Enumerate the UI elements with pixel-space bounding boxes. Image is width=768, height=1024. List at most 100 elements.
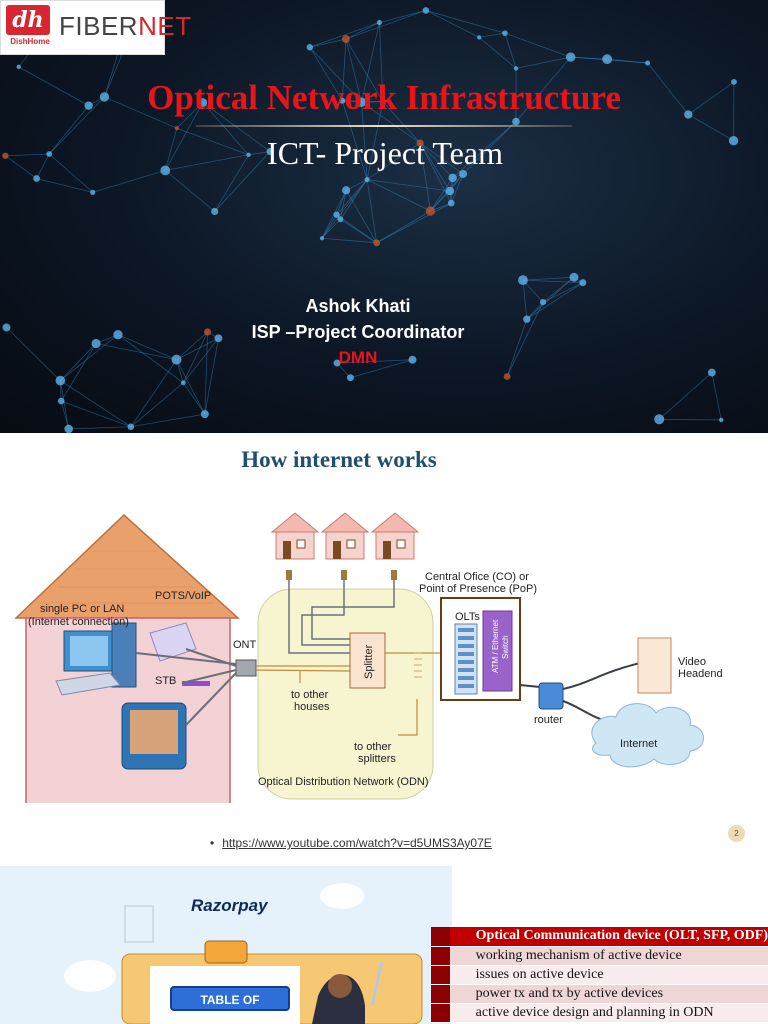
- ftth-network-diagram: Splitter ATM / Ethernet Switch single PC…: [14, 512, 723, 803]
- page-number-badge: 2: [728, 825, 745, 842]
- network-link: [522, 280, 528, 320]
- network-link: [176, 337, 219, 360]
- network-node: [174, 126, 179, 131]
- network-link: [379, 22, 384, 102]
- network-link: [366, 101, 384, 180]
- video-link-item: •https://www.youtube.com/watch?v=d5UMS3A…: [210, 836, 492, 850]
- network-node: [337, 216, 344, 223]
- network-link: [425, 10, 506, 34]
- network-node: [425, 206, 435, 216]
- network-link: [647, 62, 689, 115]
- ethernet-switch-icon: [482, 610, 513, 692]
- network-link: [60, 380, 132, 428]
- network-link: [164, 102, 204, 171]
- cloud-icon: [64, 960, 116, 992]
- network-node: [523, 315, 531, 323]
- network-node: [422, 7, 430, 14]
- network-link: [60, 343, 97, 381]
- tv-screen: [130, 710, 178, 754]
- network-link: [542, 276, 575, 303]
- network-link: [60, 400, 70, 430]
- network-node: [346, 374, 354, 382]
- network-link: [340, 218, 377, 244]
- network-link: [479, 32, 505, 38]
- table-of-content-badge: TABLE OF CONTENT: [170, 986, 290, 1024]
- network-node: [333, 211, 340, 218]
- svg-text:Switch: Switch: [501, 635, 510, 659]
- network-link: [379, 10, 426, 23]
- network-link: [248, 151, 271, 156]
- network-link: [176, 359, 206, 415]
- network-link: [425, 10, 480, 38]
- network-node: [90, 189, 96, 195]
- network-link: [117, 334, 184, 384]
- network-link: [59, 380, 70, 429]
- svg-text:ONT: ONT: [233, 639, 257, 651]
- co-to-router-cable: [519, 684, 541, 688]
- network-link: [688, 114, 734, 142]
- slide-title: How internet works: [241, 447, 437, 472]
- network-node: [91, 338, 101, 349]
- network-link: [526, 282, 584, 320]
- network-node: [211, 207, 219, 216]
- network-link: [504, 33, 517, 69]
- phone-icon: [149, 622, 197, 662]
- network-link: [450, 173, 464, 204]
- svg-text:router: router: [534, 714, 563, 726]
- network-node: [342, 186, 351, 195]
- author-role: ISP –Project Coordinator: [251, 322, 465, 342]
- network-link: [376, 210, 431, 244]
- svg-text:Video: Video: [678, 656, 706, 668]
- network-link: [478, 37, 517, 69]
- network-link: [350, 359, 413, 379]
- table-of-content-slide: Razorpay TABLE OF CONTENT Optical Commun…: [0, 866, 768, 1024]
- network-node: [214, 334, 223, 343]
- network-node: [339, 97, 346, 104]
- cloud-icon: [320, 883, 364, 909]
- svg-text:to other: to other: [291, 689, 329, 701]
- splitter-ports: [414, 652, 422, 678]
- author-name: Ashok Khati: [305, 296, 411, 316]
- network-link: [345, 22, 380, 40]
- network-node: [113, 329, 123, 340]
- drop-fibers: [288, 580, 395, 654]
- fibernet-logo-text: FIBERNET: [59, 11, 192, 42]
- network-link: [48, 105, 89, 155]
- network-node: [477, 35, 482, 40]
- network-node: [503, 373, 511, 380]
- splitter-label: Splitter: [363, 644, 375, 679]
- network-link: [570, 56, 608, 60]
- network-link: [452, 121, 517, 179]
- network-link: [430, 177, 454, 212]
- table-cell: Optical Communication device (OLT, SFP, …: [449, 927, 768, 947]
- network-link: [48, 96, 105, 155]
- network-node: [99, 92, 110, 102]
- keyboard-icon: [55, 672, 121, 696]
- network-link: [361, 101, 421, 144]
- olt-rack-icon: [454, 623, 478, 695]
- network-link: [522, 279, 583, 284]
- network-link: [515, 56, 571, 69]
- network-link: [309, 47, 343, 101]
- splitter-icon: [349, 632, 386, 689]
- network-link: [309, 38, 346, 48]
- topics-table: Optical Communication device (OLT, SFP, …: [431, 927, 768, 1023]
- network-link: [165, 154, 249, 171]
- network-background: [2, 0, 739, 433]
- network-node: [602, 54, 613, 65]
- svg-text:(Internet connection): (Internet connection): [28, 616, 129, 628]
- network-link: [366, 142, 421, 180]
- network-link: [506, 319, 528, 377]
- network-node: [356, 97, 367, 107]
- network-node: [502, 30, 508, 36]
- network-link: [176, 127, 249, 156]
- network-link: [658, 372, 713, 420]
- network-node: [364, 176, 370, 183]
- network-node: [539, 299, 547, 306]
- network-node: [513, 66, 519, 71]
- svg-text:OLTs: OLTs: [455, 611, 480, 623]
- svg-text:single PC or LAN: single PC or LAN: [40, 603, 124, 615]
- youtube-link[interactable]: https://www.youtube.com/watch?v=d5UMS3Ay…: [222, 836, 492, 850]
- network-node: [306, 44, 314, 51]
- network-node: [376, 19, 383, 26]
